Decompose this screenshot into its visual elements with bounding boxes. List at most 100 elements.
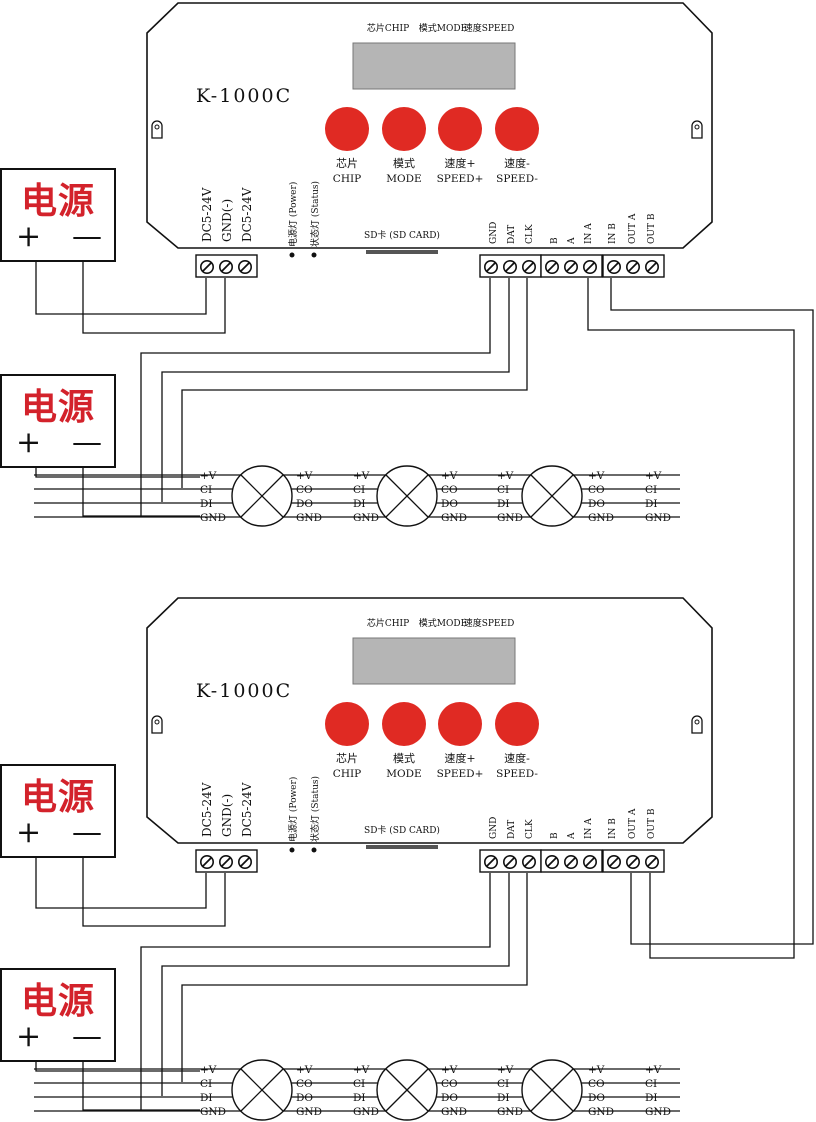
strip-pin-label: +V: [441, 470, 458, 482]
wire: [140, 278, 491, 516]
minus-terminal-label: —: [72, 1019, 102, 1054]
strip-pin-label: DO: [296, 498, 313, 510]
button-label-cn: 芯片: [336, 156, 358, 170]
wire: [161, 278, 510, 502]
indicator-label: 电源灯 (Power): [287, 182, 299, 247]
lcd-display: [352, 637, 516, 685]
wire: [35, 858, 207, 909]
ab-terminal-label: A: [567, 237, 577, 245]
strip-pin-label: GND: [497, 1106, 523, 1118]
control-button: [325, 702, 369, 746]
button-label-en: MODE: [386, 173, 421, 185]
strip-pin-label: +V: [441, 1064, 458, 1076]
screw-slot: [221, 262, 231, 272]
signal-terminal-block: [479, 254, 542, 278]
strip-pin-label: +V: [645, 470, 662, 482]
strip-pin-label: +V: [296, 470, 313, 482]
indicator-label: 电源灯 (Power): [287, 777, 299, 842]
strip-pin-label: GND: [497, 512, 523, 524]
strip-pin-label: +V: [353, 1064, 370, 1076]
strip-pin-label: GND: [645, 1106, 671, 1118]
strip-pin-label: DI: [645, 498, 658, 510]
control-button: [438, 702, 482, 746]
button-label-cn: 模式: [393, 752, 415, 765]
sd-slot: [366, 845, 438, 849]
lamp-cross: [385, 474, 429, 518]
strip-pin-label: DI: [353, 498, 366, 510]
strip-pin-label: CO: [588, 484, 605, 496]
out-terminal-label: IN B: [608, 223, 618, 244]
plus-terminal-label: +: [16, 1019, 42, 1054]
out-terminal-label: OUT B: [647, 808, 657, 839]
mount-hole-dot: [694, 124, 700, 130]
strip-pin-label: GND: [441, 512, 467, 524]
screw-slot: [585, 262, 595, 272]
ab-terminal-block: [540, 849, 603, 873]
strip-pin-label: GND: [353, 512, 379, 524]
strip-pin-label: CO: [588, 1078, 605, 1090]
strip-pin-label: CO: [296, 484, 313, 496]
screw-slot: [585, 857, 595, 867]
screw-slot: [609, 857, 619, 867]
button-label-en: SPEED-: [496, 768, 538, 780]
power-terminal-label: DC5-24V: [240, 782, 254, 837]
model-label: K-1000C: [196, 680, 292, 702]
power-terminal-label: GND(-): [220, 199, 234, 242]
screw-slot: [647, 857, 657, 867]
signal-terminal-label: GND: [489, 222, 499, 244]
strip-pin-label: GND: [588, 512, 614, 524]
controller-case: [146, 2, 713, 249]
sd-card-label: SD卡 (SD CARD): [364, 229, 440, 241]
strip-pin-label: CI: [645, 1078, 657, 1090]
screw-slot: [547, 262, 557, 272]
strip-pin-label: DO: [441, 498, 458, 510]
button-label-cn: 模式: [393, 157, 415, 170]
control-button: [495, 702, 539, 746]
mode-label: 速度SPEED: [464, 22, 515, 34]
strip-pin-label: GND: [588, 1106, 614, 1118]
power-terminal-label: DC5-24V: [200, 187, 214, 242]
out-terminal-block: [602, 849, 665, 873]
minus-terminal-label: —: [72, 815, 102, 850]
strip-pin-label: DI: [200, 1092, 213, 1104]
mount-hole-icon: [151, 715, 163, 734]
out-terminal-label: OUT A: [628, 808, 638, 839]
out-terminal-label: OUT B: [647, 213, 657, 244]
screw-slot: [486, 857, 496, 867]
wire: [35, 262, 207, 315]
strip-pin-label: +V: [645, 1064, 662, 1076]
signal-terminal-label: CLK: [525, 819, 535, 839]
screw-slot: [524, 857, 534, 867]
signal-terminal-label: CLK: [525, 224, 535, 244]
strip-pin-label: +V: [296, 1064, 313, 1076]
plus-terminal-label: +: [16, 815, 42, 850]
power-supply-1: 电源 + —: [0, 168, 116, 262]
strip-pin-label: GND: [353, 1106, 379, 1118]
strip-pin-label: GND: [200, 512, 226, 524]
strip-pin-label: CI: [353, 484, 365, 496]
mount-hole-dot: [154, 124, 160, 130]
signal-terminal-block: [479, 849, 542, 873]
screw-slot: [566, 857, 576, 867]
strip-pin-label: DI: [497, 498, 510, 510]
ab-terminal-label: B: [550, 237, 560, 244]
plus-terminal-label: +: [16, 219, 42, 254]
screw-slot: [547, 857, 557, 867]
power-supply-title: 电源: [20, 386, 95, 428]
strip-pin-label: CI: [645, 484, 657, 496]
out-terminal-block: [602, 254, 665, 278]
strip-pin-label: CI: [497, 484, 509, 496]
button-label-en: SPEED-: [496, 173, 538, 185]
strip-pin-label: DI: [645, 1092, 658, 1104]
sd-card-label: SD卡 (SD CARD): [364, 824, 440, 836]
strip-pin-label: +V: [200, 1064, 217, 1076]
button-label-cn: 速度+: [444, 751, 475, 765]
signal-terminal-label: DAT: [507, 820, 517, 839]
mount-hole-icon: [151, 120, 163, 139]
wire: [82, 1062, 200, 1111]
out-terminal-label: IN B: [608, 818, 618, 839]
mode-label: 芯片CHIP: [367, 22, 409, 34]
wire: [181, 278, 528, 488]
indicator-label: 状态灯 (Status): [309, 181, 321, 247]
